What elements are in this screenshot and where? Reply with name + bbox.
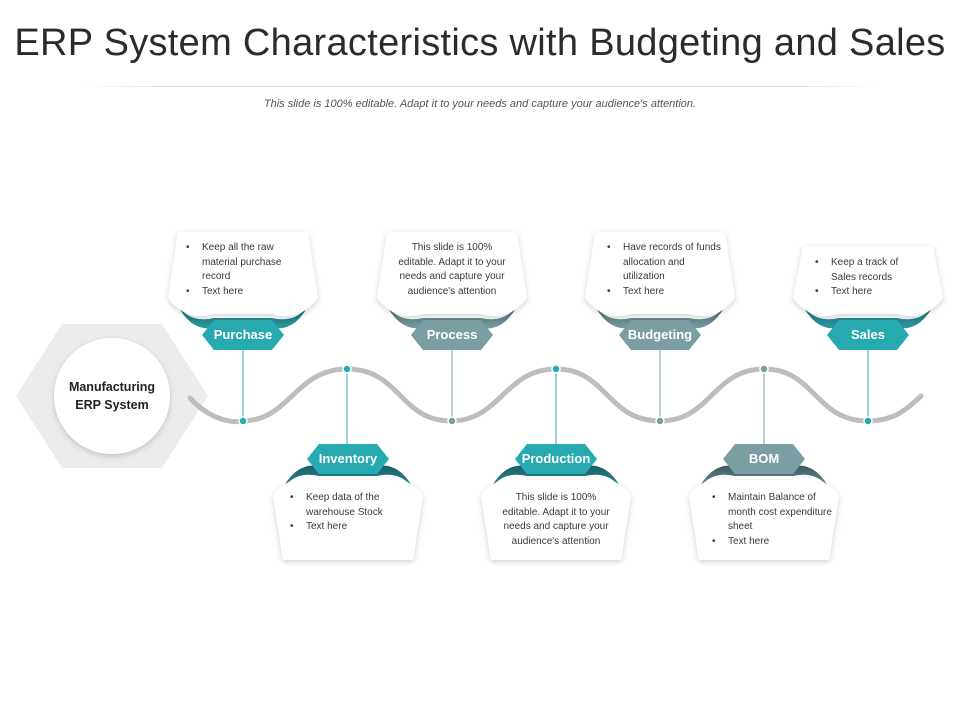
dot-bom: [759, 364, 769, 374]
dot-inventory: [342, 364, 352, 374]
hexagon-tab: [619, 320, 701, 350]
bullet-item: Keep data of the warehouse Stock: [286, 491, 411, 520]
bullet-item: Text here: [603, 285, 721, 300]
card-body: [481, 478, 631, 560]
bullet-item: Keep all the raw material purchase recor…: [182, 241, 300, 285]
hexagon-tab: [202, 320, 284, 350]
card-shadow: [593, 302, 727, 329]
bullet-item: Text here: [811, 285, 921, 300]
center-label-line2: ERP System: [75, 398, 149, 412]
text-sales: Keep a track of Sales records Text here: [811, 256, 921, 300]
bullet-item: Have records of funds allocation and uti…: [603, 241, 721, 285]
page-title: ERP System Characteristics with Budgetin…: [14, 22, 946, 64]
dot-budgeting: [655, 416, 665, 426]
card-shadow: [801, 302, 935, 329]
hexagon-tab: [515, 444, 597, 474]
lower-connectors: [346, 369, 765, 445]
text-inventory: Keep data of the warehouse Stock Text he…: [286, 491, 411, 535]
title-divider: [80, 86, 880, 87]
hexagon-tab: [411, 320, 493, 350]
dot-purchase: [238, 416, 248, 426]
upper-connectors: [242, 349, 869, 421]
dot-process: [447, 416, 457, 426]
page-subtitle: This slide is 100% editable. Adapt it to…: [263, 98, 697, 110]
bullet-item: Keep a track of Sales records: [811, 256, 921, 285]
card-body: [377, 232, 527, 316]
card-shadow: [385, 302, 519, 329]
card-shadow: [281, 465, 415, 492]
center-circle: [54, 338, 170, 454]
card-shadow: [176, 302, 310, 329]
dot-production: [551, 364, 561, 374]
center-hub-label: Manufacturing ERP System: [56, 378, 168, 414]
card-shadow: [489, 465, 623, 492]
bullet-item: Maintain Balance of month cost expenditu…: [708, 491, 833, 535]
hexagon-tab: [827, 320, 909, 350]
label-budgeting: Budgeting: [627, 327, 693, 342]
label-sales: Sales: [851, 327, 885, 342]
card-process: [377, 232, 527, 350]
text-purchase: Keep all the raw material purchase recor…: [182, 241, 300, 299]
wave-dots: [238, 364, 873, 426]
label-purchase: Purchase: [213, 327, 273, 342]
text-process: This slide is 100% editable. Adapt it to…: [398, 242, 506, 297]
center-label-line1: Manufacturing: [68, 380, 156, 394]
text-production: This slide is 100% editable. Adapt it to…: [502, 492, 610, 547]
bullet-item: Text here: [182, 285, 300, 300]
bullet-item: Text here: [286, 520, 411, 535]
label-process: Process: [426, 327, 478, 342]
text-bom: Maintain Balance of month cost expenditu…: [708, 491, 833, 549]
dot-sales: [863, 416, 873, 426]
label-bom: BOM: [748, 451, 780, 466]
text-budgeting: Have records of funds allocation and uti…: [603, 241, 721, 299]
hexagon-tab: [723, 444, 805, 474]
label-inventory: Inventory: [318, 451, 378, 466]
card-production: [481, 444, 631, 560]
bullet-item: Text here: [708, 535, 833, 550]
card-shadow: [697, 465, 831, 492]
hexagon-tab: [307, 444, 389, 474]
label-production: Production: [521, 451, 591, 466]
center-hub: [16, 324, 208, 468]
